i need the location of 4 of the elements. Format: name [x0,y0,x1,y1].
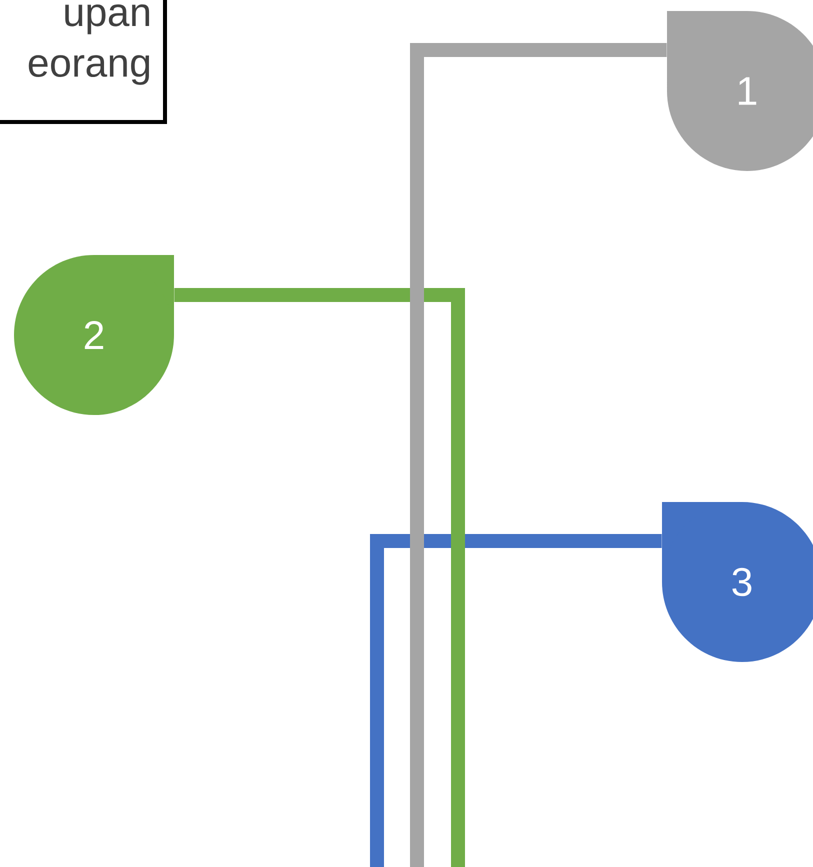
text-box: upan eorang [0,0,167,124]
connector-line [410,43,667,867]
connector-line [370,534,662,867]
connector-line [174,288,465,867]
